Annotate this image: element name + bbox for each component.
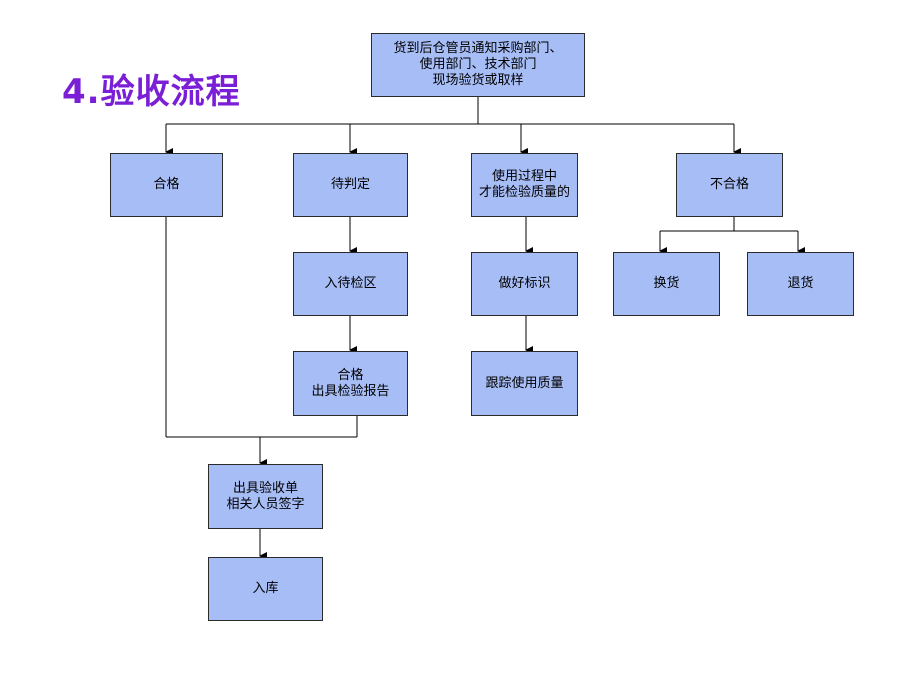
node-pass: 合格 [110, 153, 223, 217]
node-receipt: 出具验收单 相关人员签字 [208, 464, 323, 529]
node-pending: 待判定 [293, 153, 408, 217]
node-track-quality: 跟踪使用质量 [471, 351, 578, 416]
node-exchange: 换货 [613, 252, 720, 316]
node-mark: 做好标识 [471, 252, 578, 316]
node-to-inspection-area: 入待检区 [293, 252, 408, 316]
node-fail: 不合格 [676, 153, 783, 217]
node-pass-report: 合格 出具检验报告 [293, 351, 408, 416]
node-in-use-inspection: 使用过程中 才能检验质量的 [471, 153, 578, 217]
node-warehouse: 入库 [208, 557, 323, 621]
node-return: 退货 [747, 252, 854, 316]
page-title: 4.验收流程 [62, 72, 241, 112]
node-notify-departments: 货到后仓管员通知采购部门、 使用部门、技术部门 现场验货或取样 [371, 33, 585, 97]
